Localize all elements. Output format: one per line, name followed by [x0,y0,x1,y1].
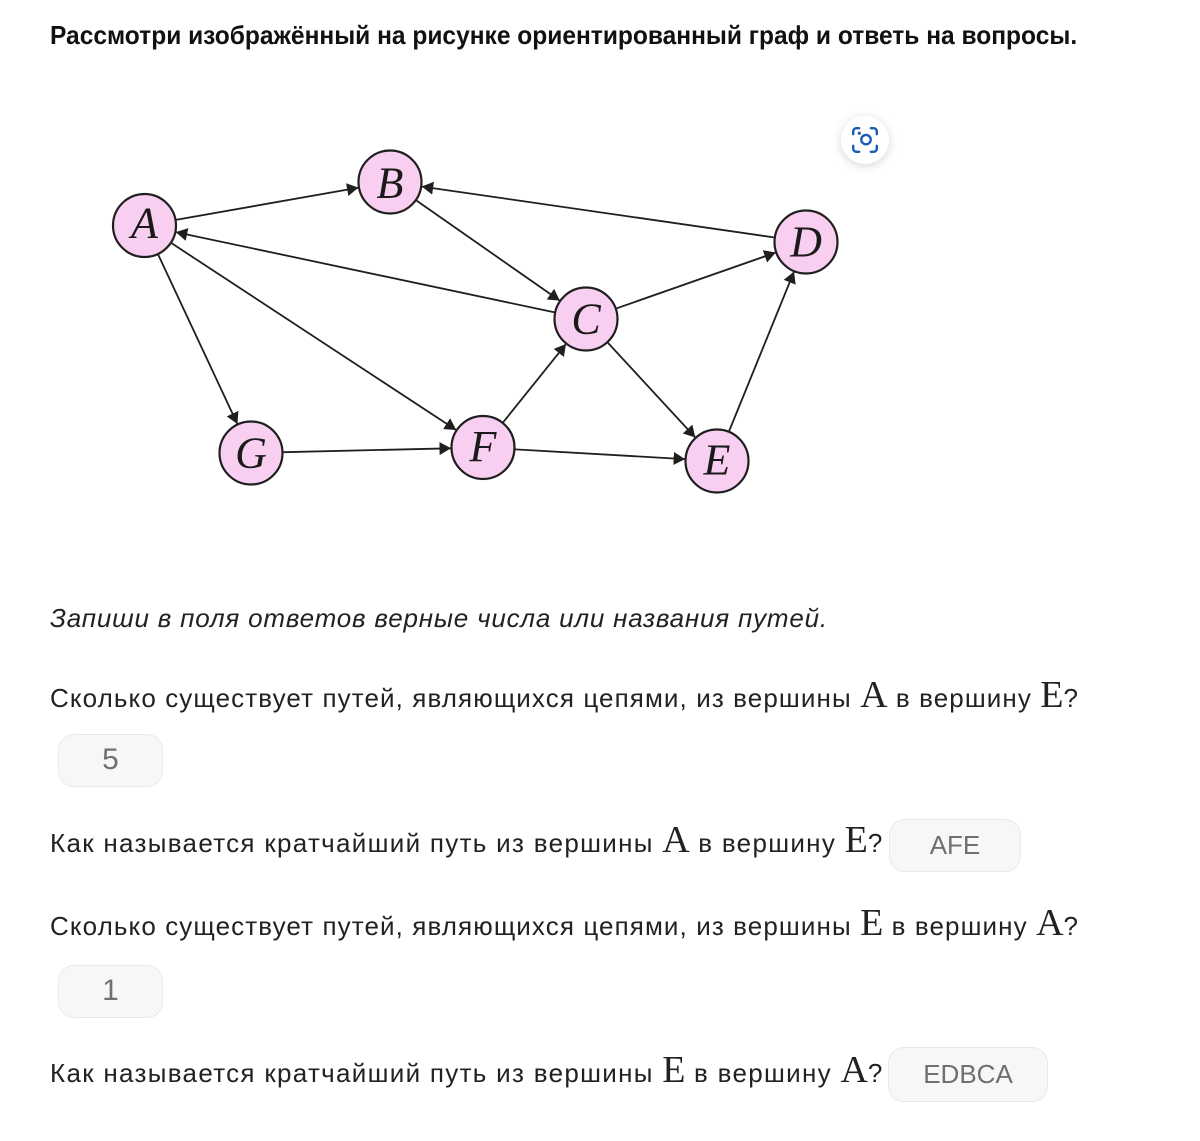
svg-text:E: E [703,436,731,485]
svg-text:G: G [235,429,267,478]
svg-text:C: C [571,295,601,344]
svg-text:A: A [128,199,159,248]
svg-text:D: D [789,218,822,267]
svg-text:B: B [377,159,404,208]
svg-text:F: F [469,422,498,471]
